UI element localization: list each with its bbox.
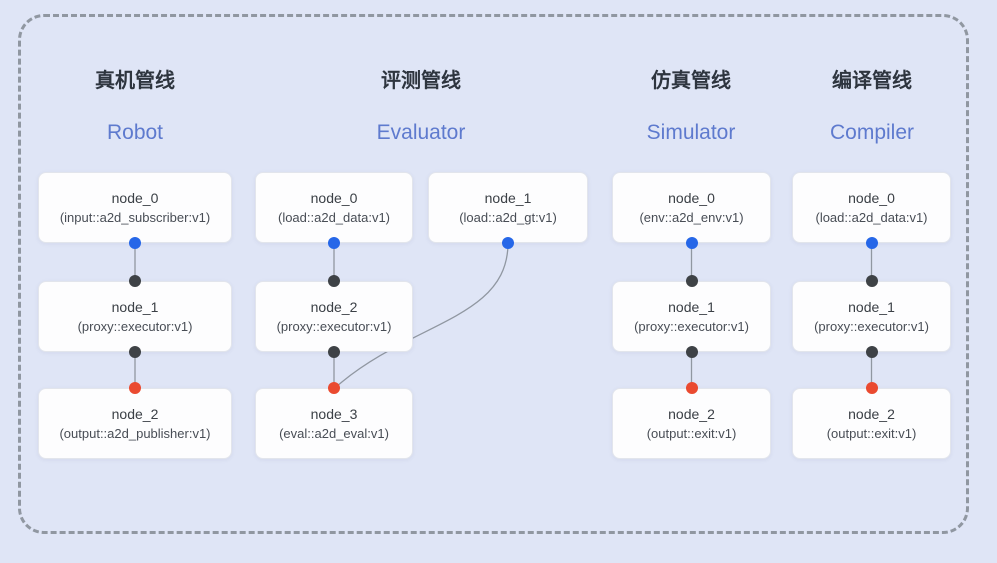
node-box-robot-node2[interactable]: node_2 (output::a2d_publisher:v1) <box>38 388 232 459</box>
blue-port-icon <box>685 237 698 249</box>
black-port-icon <box>865 275 878 287</box>
pipeline-title-cn-compiler: 编译管线 <box>832 70 912 92</box>
node-box-simulator-node1[interactable]: node_1 (proxy::executor:v1) <box>612 281 771 352</box>
node-box-simulator-node2[interactable]: node_2 (output::exit:v1) <box>612 388 771 459</box>
node-name: node_0 <box>848 190 895 206</box>
pipeline-title-en-compiler: Compiler <box>829 121 915 144</box>
node-type: (load::a2d_gt:v1) <box>459 210 557 225</box>
node-type: (output::exit:v1) <box>826 426 917 441</box>
node-name: node_0 <box>668 190 715 206</box>
pipeline-title-cn-evaluator: 评测管线 <box>381 70 461 92</box>
pipeline-title-cn-robot: 真机管线 <box>95 70 175 92</box>
pipeline-title-cn-simulator: 仿真管线 <box>651 70 731 92</box>
node-box-robot-node1[interactable]: node_1 (proxy::executor:v1) <box>38 281 232 352</box>
black-port-icon <box>129 346 141 358</box>
node-box-compiler-node1[interactable]: node_1 (proxy::executor:v1) <box>792 281 951 352</box>
node-type: (load::a2d_data:v1) <box>815 210 928 225</box>
node-name: node_2 <box>310 299 358 315</box>
red-port-icon <box>129 382 141 394</box>
node-name: node_1 <box>668 299 715 315</box>
node-box-compiler-node2[interactable]: node_2 (output::exit:v1) <box>792 388 951 459</box>
node-name: node_2 <box>848 406 895 422</box>
node-type: (proxy::executor:v1) <box>634 319 749 334</box>
node-name: node_1 <box>848 299 895 315</box>
blue-port-icon <box>502 237 514 249</box>
node-type: (env::a2d_env:v1) <box>639 210 744 225</box>
pipeline-title-en-evaluator: Evaluator <box>376 121 466 144</box>
node-box-evaluator-node2[interactable]: node_2 (proxy::executor:v1) <box>255 281 413 352</box>
node-type: (output::a2d_publisher:v1) <box>59 426 211 441</box>
node-type: (proxy::executor:v1) <box>276 319 392 334</box>
node-name: node_1 <box>484 190 532 206</box>
node-box-evaluator-node3[interactable]: node_3 (eval::a2d_eval:v1) <box>255 388 413 459</box>
node-box-simulator-node0[interactable]: node_0 (env::a2d_env:v1) <box>612 172 771 243</box>
black-port-icon <box>865 346 878 358</box>
black-port-icon <box>685 346 698 358</box>
node-type: (proxy::executor:v1) <box>814 319 929 334</box>
node-name: node_2 <box>668 406 715 422</box>
node-name: node_3 <box>310 406 358 422</box>
node-name: node_0 <box>310 190 358 206</box>
node-box-compiler-node0[interactable]: node_0 (load::a2d_data:v1) <box>792 172 951 243</box>
blue-port-icon <box>129 237 141 249</box>
node-box-evaluator-node0[interactable]: node_0 (load::a2d_data:v1) <box>255 172 413 243</box>
node-name: node_2 <box>111 406 159 422</box>
black-port-icon <box>129 275 141 287</box>
black-port-icon <box>328 346 340 358</box>
blue-port-icon <box>865 237 878 249</box>
black-port-icon <box>328 275 340 287</box>
diagram-dashed-border <box>18 14 969 534</box>
node-type: (load::a2d_data:v1) <box>277 210 391 225</box>
node-name: node_0 <box>111 190 159 206</box>
node-type: (eval::a2d_eval:v1) <box>279 426 389 441</box>
node-box-robot-node0[interactable]: node_0 (input::a2d_subscriber:v1) <box>38 172 232 243</box>
node-name: node_1 <box>111 299 159 315</box>
pipeline-title-en-robot: Robot <box>106 121 164 144</box>
black-port-icon <box>685 275 698 287</box>
node-type: (proxy::executor:v1) <box>77 319 193 334</box>
red-port-icon <box>865 382 878 394</box>
red-port-icon <box>328 382 340 394</box>
pipeline-title-en-simulator: Simulator <box>646 121 736 144</box>
red-port-icon <box>685 382 698 394</box>
blue-port-icon <box>328 237 340 249</box>
node-box-evaluator-node1[interactable]: node_1 (load::a2d_gt:v1) <box>428 172 588 243</box>
node-type: (input::a2d_subscriber:v1) <box>59 210 211 225</box>
node-type: (output::exit:v1) <box>646 426 737 441</box>
